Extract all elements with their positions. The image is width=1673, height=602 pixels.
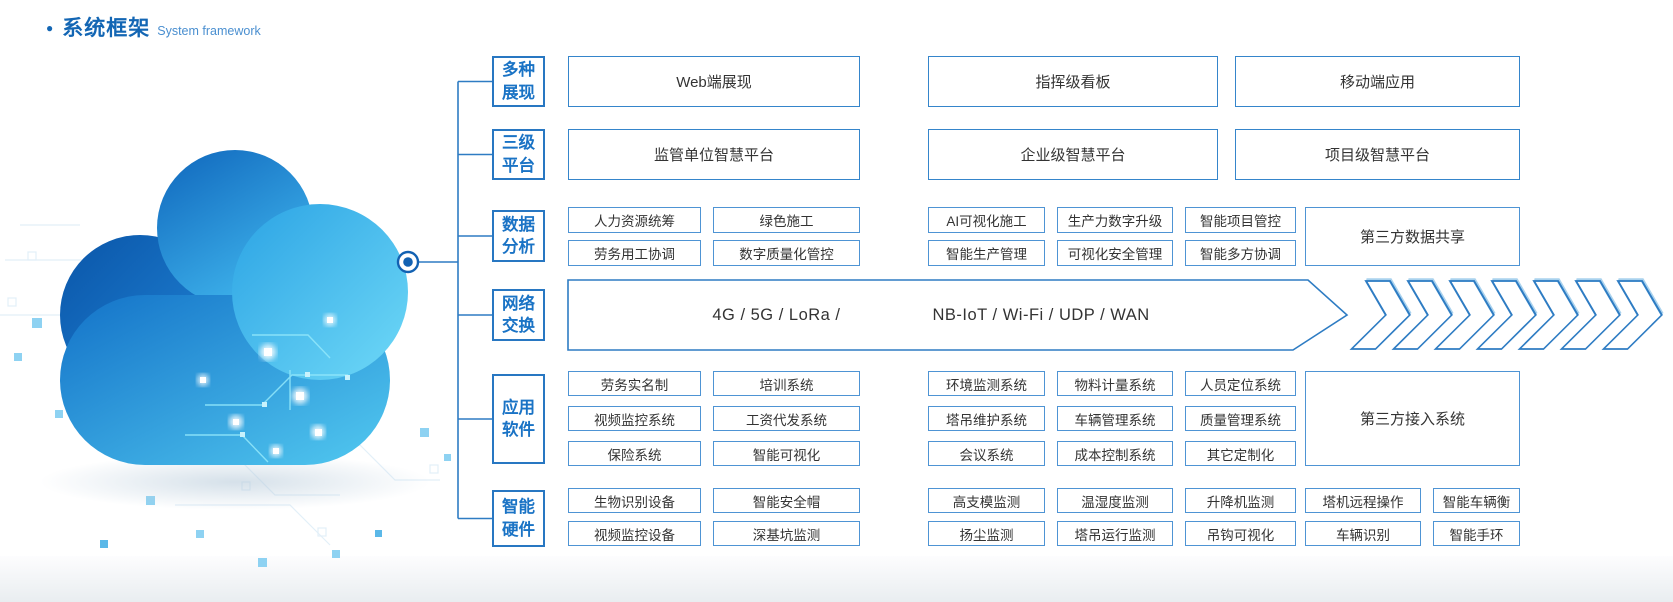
box-enterprise-platform: 企业级智慧平台 (928, 129, 1218, 180)
box-thirdparty-access: 第三方接入系统 (1305, 371, 1520, 466)
cloud-shadow (40, 454, 430, 510)
cloud-glow-squares (197, 314, 336, 457)
box-ai-visual-construction: AI可视化施工 (928, 207, 1045, 233)
box-insurance-system: 保险系统 (568, 441, 701, 466)
box-quality-management: 质量管理系统 (1185, 406, 1296, 431)
category-three-level-platform: 三级平台 (492, 129, 545, 180)
box-environment-monitor: 环境监测系统 (928, 371, 1045, 396)
box-visual-safety: 可视化安全管理 (1057, 240, 1173, 266)
box-temp-humidity-monitor: 温湿度监测 (1057, 488, 1173, 513)
category-smart-hardware: 智能硬件 (492, 490, 545, 547)
cloud-circuit-traces (185, 334, 348, 463)
box-mobile-app: 移动端应用 (1235, 56, 1520, 107)
cloud-illustration (0, 150, 451, 567)
network-protocols-right: NB-IoT / Wi-Fi / UDP / WAN (932, 305, 1150, 324)
box-digital-quality: 数字质量化管控 (713, 240, 860, 266)
box-smart-production: 智能生产管理 (928, 240, 1045, 266)
cloud-trace-nodes (240, 372, 350, 437)
cloud-node-icon (396, 250, 420, 274)
box-labor-coordination: 劳务用工协调 (568, 240, 701, 266)
box-vehicle-recognition: 车辆识别 (1305, 521, 1421, 546)
box-project-platform: 项目级智慧平台 (1235, 129, 1520, 180)
box-hoist-monitor: 升降机监测 (1185, 488, 1296, 513)
title-zh: 系统框架 (62, 17, 151, 40)
box-smart-helmet: 智能安全帽 (713, 488, 860, 513)
box-tower-crane-maintenance: 塔吊维护系统 (928, 406, 1045, 431)
box-labor-realname: 劳务实名制 (568, 371, 701, 396)
box-video-monitor-device: 视频监控设备 (568, 521, 701, 546)
box-green-construction: 绿色施工 (713, 207, 860, 233)
scattered-squares (14, 318, 451, 567)
box-smart-weighbridge: 智能车辆衡 (1433, 488, 1520, 513)
box-smart-multiparty: 智能多方协调 (1185, 240, 1296, 266)
chevron-arrows (1349, 278, 1664, 350)
box-tower-crane-run-monitor: 塔吊运行监测 (1057, 521, 1173, 546)
circuit-background (0, 224, 440, 546)
box-hook-visualization: 吊钩可视化 (1185, 521, 1296, 546)
category-data-analysis: 数据分析 (492, 210, 545, 262)
box-vehicle-management: 车辆管理系统 (1057, 406, 1173, 431)
page-title: ● 系统框架 System framework (46, 12, 261, 42)
title-bullet-icon: ● (46, 21, 54, 35)
bottom-band (0, 556, 1673, 602)
box-command-board: 指挥级看板 (928, 56, 1218, 107)
box-other-customization: 其它定制化 (1185, 441, 1296, 466)
category-network-exchange: 网络交换 (492, 289, 545, 341)
box-hr-planning: 人力资源统筹 (568, 207, 701, 233)
box-personnel-location: 人员定位系统 (1185, 371, 1296, 396)
category-multi-display: 多种展现 (492, 56, 545, 107)
box-smart-wristband: 智能手环 (1433, 521, 1520, 546)
category-application-software: 应用软件 (492, 374, 545, 464)
box-meeting-system: 会议系统 (928, 441, 1045, 466)
box-video-monitor-system: 视频监控系统 (568, 406, 701, 431)
box-dust-monitor: 扬尘监测 (928, 521, 1045, 546)
box-deep-pit-monitor: 深基坑监测 (713, 521, 860, 546)
box-payroll-system: 工资代发系统 (713, 406, 860, 431)
box-cost-control: 成本控制系统 (1057, 441, 1173, 466)
box-tower-remote-operation: 塔机远程操作 (1305, 488, 1421, 513)
box-productivity-upgrade: 生产力数字升级 (1057, 207, 1173, 233)
box-smart-project-control: 智能项目管控 (1185, 207, 1296, 233)
cloud-body (60, 150, 408, 465)
box-high-formwork-monitor: 高支模监测 (928, 488, 1045, 513)
network-protocols-left: 4G / 5G / LoRa / (712, 305, 841, 324)
network-protocols: 4G / 5G / LoRa / NB-IoT / Wi-Fi / UDP / … (568, 280, 1294, 350)
title-en: System framework (157, 24, 261, 38)
box-biometric-device: 生物识别设备 (568, 488, 701, 513)
box-material-metering: 物料计量系统 (1057, 371, 1173, 396)
box-smart-visualization: 智能可视化 (713, 441, 860, 466)
connector-lines (419, 80, 492, 520)
box-regulator-platform: 监管单位智慧平台 (568, 129, 860, 180)
box-thirdparty-data-share: 第三方数据共享 (1305, 207, 1520, 266)
box-training-system: 培训系统 (713, 371, 860, 396)
box-web-display: Web端展现 (568, 56, 860, 107)
